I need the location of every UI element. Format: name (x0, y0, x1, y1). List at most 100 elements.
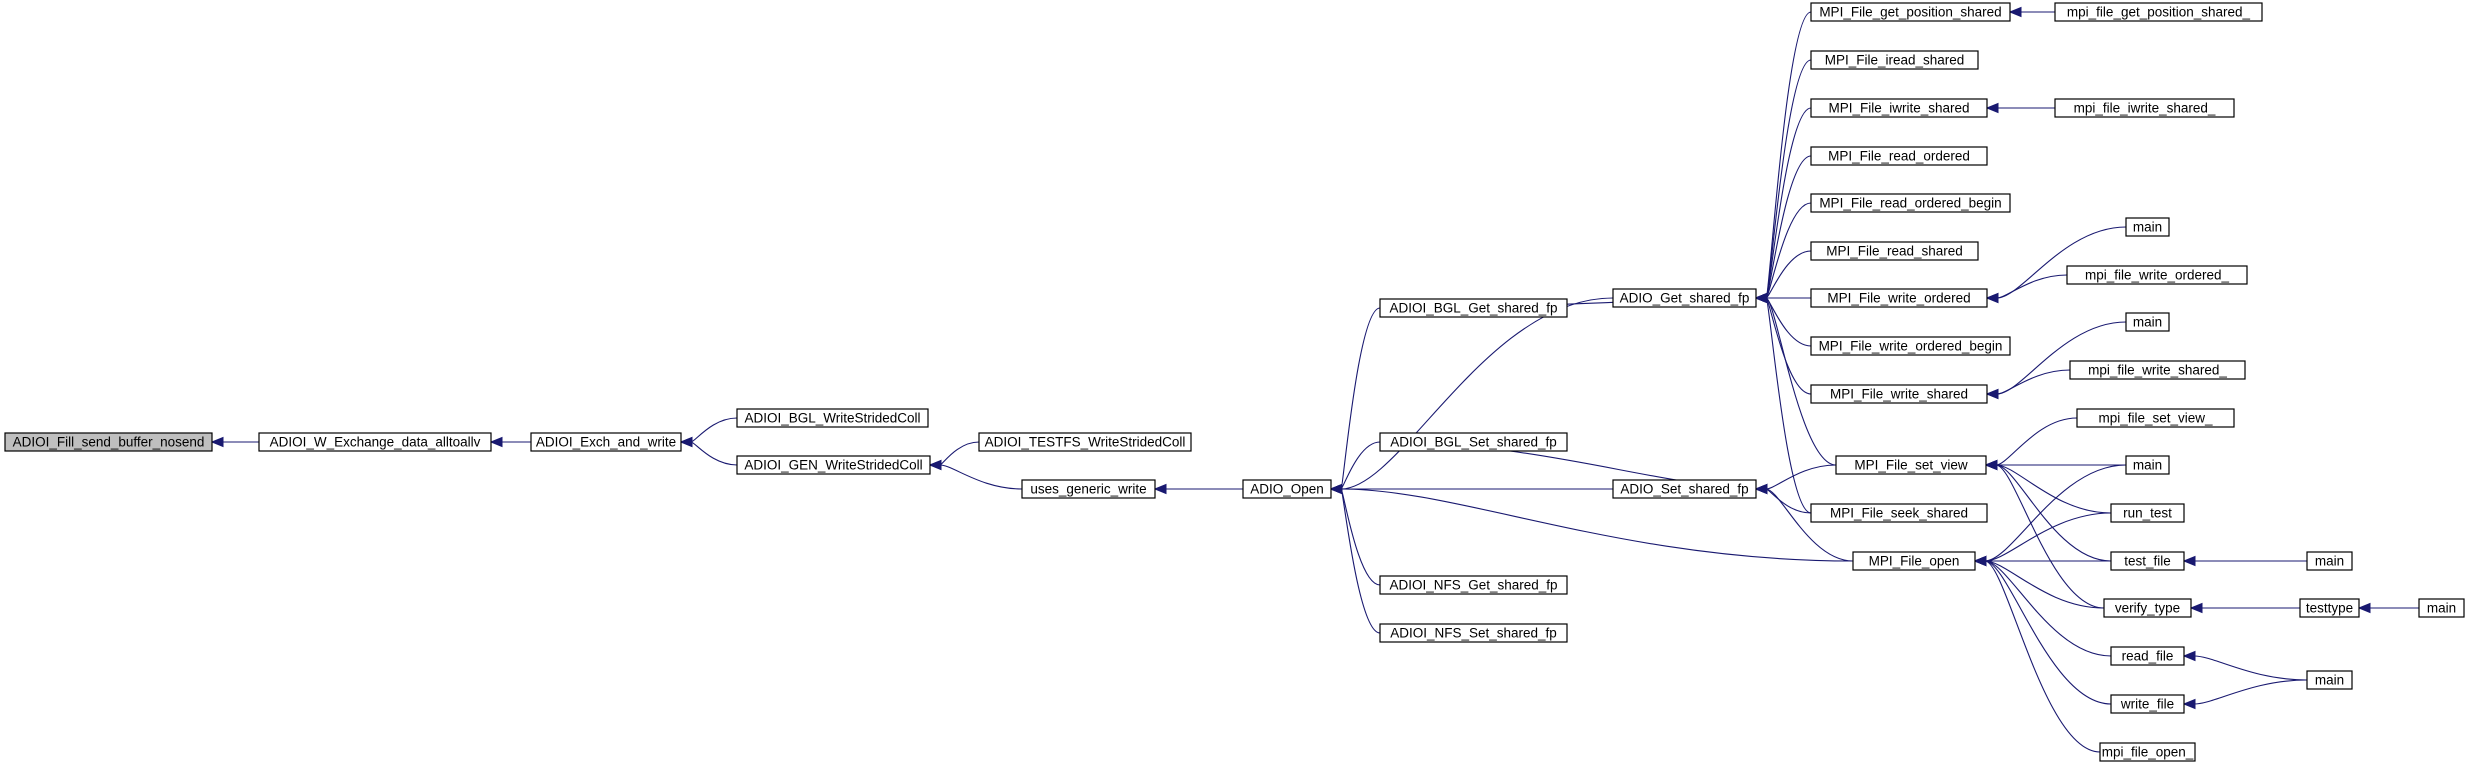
arrow-head (2182, 698, 2196, 710)
arrow-head (1985, 102, 1999, 114)
arrow-head (2189, 602, 2203, 614)
node-read-file[interactable]: read_file (2110, 646, 2185, 666)
arrow-head (489, 436, 503, 448)
node-mpi-file-iread-shared[interactable]: MPI_File_iread_shared (1810, 50, 1979, 70)
node-label: MPI_File_open (1869, 554, 1960, 569)
node-mpi-file-get-position-shared[interactable]: MPI_File_get_position_shared (1810, 2, 2011, 22)
edge-line (2193, 679, 2308, 705)
node-mpi-file-write-ordered[interactable]: mpi_file_write_ordered_ (2066, 265, 2248, 285)
node-adioi-gen-writestridedcoll[interactable]: ADIOI_GEN_WriteStridedColl (736, 455, 931, 475)
node-box (2418, 598, 2465, 618)
node-box (2110, 503, 2185, 523)
edge-word_-to-word (1985, 274, 2068, 304)
node-mpi-file-set-view[interactable]: MPI_File_set_view (1835, 455, 1987, 475)
edge-line (1765, 488, 1854, 562)
node-box (2306, 670, 2353, 690)
node-adioi-bgl-set-shared-fp[interactable]: ADIOI_BGL_Set_shared_fp (1379, 432, 1568, 452)
node-adioi-bgl-get-shared-fp[interactable]: ADIOI_BGL_Get_shared_fp (1379, 298, 1568, 318)
node-box (1810, 384, 1988, 404)
edge-line (1984, 560, 2101, 753)
edges-layer (210, 6, 2419, 753)
node-label: ADIOI_Fill_send_buffer_nosend (13, 435, 205, 450)
node-box (2110, 694, 2185, 714)
node-mpi-file-set-view[interactable]: mpi_file_set_view_ (2076, 408, 2235, 428)
node-write-file[interactable]: write_file (2110, 694, 2185, 714)
node-label: verify_type (2115, 601, 2180, 616)
node-adioi-bgl-writestridedcoll[interactable]: ADIOI_BGL_WriteStridedColl (736, 408, 929, 428)
node-label: write_file (2120, 697, 2174, 712)
node-adio-set-shared-fp[interactable]: ADIO_Set_shared_fp (1612, 479, 1757, 499)
node-main[interactable]: main (2125, 455, 2170, 475)
node-main[interactable]: main (2306, 551, 2353, 571)
node-mpi-file-read-ordered-begin[interactable]: MPI_File_read_ordered_begin (1810, 193, 2011, 213)
node-main[interactable]: main (2418, 598, 2465, 618)
edge-iwrite_-to-iwrite (1985, 102, 2055, 114)
node-mpi-file-iwrite-shared[interactable]: mpi_file_iwrite_shared_ (2054, 98, 2235, 118)
edge-main4-to-testfile (2182, 555, 2307, 567)
node-main[interactable]: main (2125, 217, 2170, 237)
arrow-head (2182, 555, 2196, 567)
node-box (2110, 551, 2185, 571)
edge-fopen-to-setfp (1754, 483, 1854, 562)
node-adioi-fill-send-buffer-nosend[interactable]: ADIOI_Fill_send_buffer_nosend (4, 432, 213, 452)
arrow-head (1973, 555, 1987, 567)
edge-line (1765, 297, 1812, 514)
node-mpi-file-open[interactable]: MPI_File_open (1852, 551, 1976, 571)
node-mpi-file-iwrite-shared[interactable]: MPI_File_iwrite_shared (1810, 98, 1988, 118)
node-adioi-nfs-set-shared-fp[interactable]: ADIOI_NFS_Set_shared_fp (1379, 623, 1568, 643)
arrow-head (1153, 483, 1167, 495)
node-box (2306, 551, 2353, 571)
node-mpi-file-read-shared[interactable]: MPI_File_read_shared (1810, 241, 1979, 261)
arrow-head (1984, 459, 1998, 471)
arrow-head (679, 436, 693, 448)
node-box (1810, 2, 2011, 22)
node-mpi-file-write-ordered-begin[interactable]: MPI_File_write_ordered_begin (1810, 336, 2011, 356)
arrow-head (928, 459, 942, 471)
node-label: ADIOI_NFS_Get_shared_fp (1389, 578, 1557, 593)
edge-fopen-to-open (1329, 483, 1854, 562)
arrow-head (2182, 650, 2196, 662)
node-label: mpi_file_write_shared_ (2088, 363, 2227, 378)
node-mpi-file-write-ordered[interactable]: MPI_File_write_ordered (1810, 288, 1988, 308)
edge-line (1765, 202, 1812, 299)
node-adioi-exch-and-write[interactable]: ADIOI_Exch_and_write (530, 432, 682, 452)
node-testtype[interactable]: testtype (2299, 598, 2360, 618)
node-main[interactable]: main (2306, 670, 2353, 690)
node-run-test[interactable]: run_test (2110, 503, 2185, 523)
node-adio-get-shared-fp[interactable]: ADIO_Get_shared_fp (1612, 288, 1757, 308)
edge-setview_-to-setview (1984, 417, 2078, 471)
node-adioi-w-exchange-data-alltoallv[interactable]: ADIOI_W_Exchange_data_alltoallv (258, 432, 492, 452)
node-label: run_test (2123, 506, 2172, 521)
node-label: ADIOI_NFS_Set_shared_fp (1390, 626, 1557, 641)
node-label: MPI_File_read_ordered_begin (1819, 196, 2001, 211)
node-mpi-file-get-position-shared[interactable]: mpi_file_get_position_shared_ (2054, 2, 2263, 22)
node-mpi-file-write-shared[interactable]: mpi_file_write_shared_ (2069, 360, 2246, 380)
node-verify-type[interactable]: verify_type (2103, 598, 2192, 618)
node-label: MPI_File_set_view (1854, 458, 1968, 473)
edge-main3-to-fopen (1973, 464, 2127, 567)
edge-line (1340, 297, 1614, 490)
node-mpi-file-write-shared[interactable]: MPI_File_write_shared (1810, 384, 1988, 404)
edge-line (1765, 297, 1837, 466)
node-main[interactable]: main (2125, 312, 2170, 332)
node-mpi-file-open[interactable]: mpi_file_open_ (2099, 742, 2196, 762)
node-test-file[interactable]: test_file (2110, 551, 2185, 571)
node-label: mpi_file_write_ordered_ (2085, 268, 2230, 283)
node-adio-open[interactable]: ADIO_Open (1242, 479, 1332, 499)
node-uses-generic-write[interactable]: uses_generic_write (1021, 479, 1156, 499)
node-label: MPI_File_read_shared (1826, 244, 1963, 259)
edge-wshared_-to-wshared (1985, 369, 2071, 400)
node-mpi-file-seek-shared[interactable]: MPI_File_seek_shared (1810, 503, 1988, 523)
node-label: ADIOI_BGL_WriteStridedColl (744, 411, 920, 426)
node-box (736, 455, 931, 475)
node-label: ADIOI_BGL_Get_shared_fp (1389, 301, 1557, 316)
node-mpi-file-read-ordered[interactable]: MPI_File_read_ordered (1810, 146, 1988, 166)
node-label: main (2427, 601, 2456, 616)
node-adioi-testfs-writestridedcoll[interactable]: ADIOI_TESTFS_WriteStridedColl (978, 432, 1192, 452)
edge-line (690, 441, 738, 466)
arrow-head (1985, 292, 1999, 304)
edge-line (690, 417, 738, 443)
node-box (2299, 598, 2360, 618)
node-adioi-nfs-get-shared-fp[interactable]: ADIOI_NFS_Get_shared_fp (1379, 575, 1568, 595)
